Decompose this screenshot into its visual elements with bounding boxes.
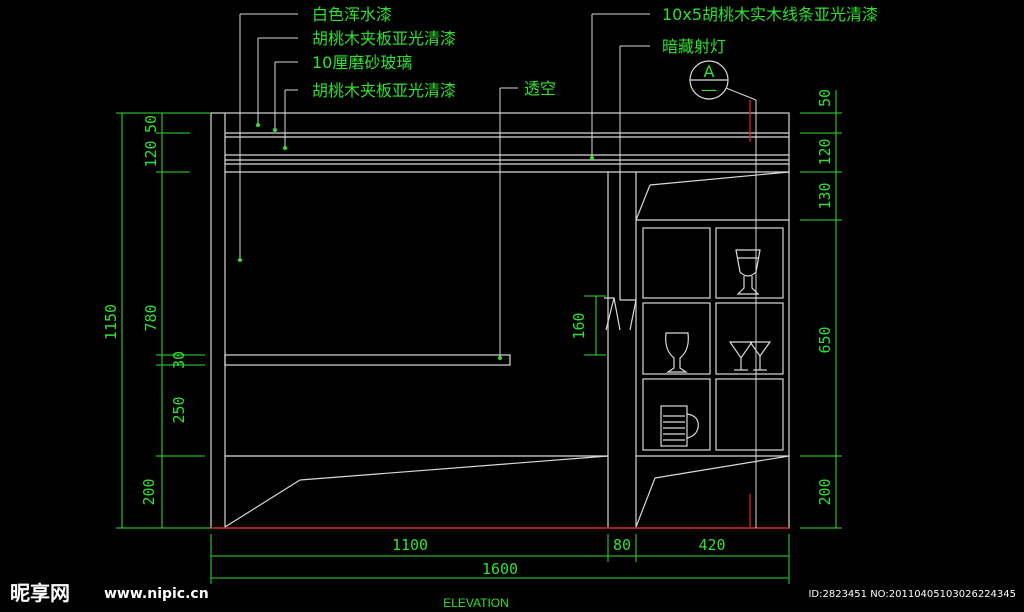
dim-left-50: 50 bbox=[142, 115, 160, 133]
red-markers bbox=[211, 100, 789, 529]
section-marker-letter: A bbox=[704, 62, 715, 81]
dim-right-130: 130 bbox=[816, 182, 834, 209]
right-dimension-lines bbox=[800, 90, 842, 529]
dim-middle-160: 160 bbox=[570, 312, 588, 339]
dim-bottom-total: 1600 bbox=[482, 560, 518, 578]
cocktail-glasses-icon bbox=[728, 341, 772, 371]
dim-bottom-420: 420 bbox=[698, 536, 725, 554]
middle-dimension-lines bbox=[584, 295, 606, 356]
dim-right-50: 50 bbox=[816, 89, 834, 107]
annotation-hidden-spotlight: 暗藏射灯 bbox=[662, 37, 726, 56]
dim-left-200: 200 bbox=[140, 478, 158, 505]
section-marker-sub: — bbox=[701, 80, 717, 99]
annotation-walnut-board-2: 胡桃木夹板亚光清漆 bbox=[312, 81, 456, 100]
beer-glass-icon bbox=[665, 332, 689, 373]
annotation-walnut-board-1: 胡桃木夹板亚光清漆 bbox=[312, 29, 456, 48]
shelf-cubbies bbox=[642, 227, 784, 451]
dim-right-120: 120 bbox=[816, 138, 834, 165]
left-dimension-lines bbox=[116, 112, 211, 529]
dim-bottom-1100: 1100 bbox=[392, 536, 428, 554]
dim-left-outer: 1150 bbox=[102, 304, 120, 340]
drawing-caption: ELEVATION bbox=[443, 596, 509, 610]
annotation-hollow: 透空 bbox=[524, 79, 556, 98]
watermark-url: www.nipic.cn bbox=[104, 586, 209, 602]
spotlight-fixture-icon bbox=[604, 297, 637, 331]
dim-right-650: 650 bbox=[816, 326, 834, 353]
watermark-brand: 昵享网 bbox=[10, 581, 70, 605]
bottom-dimension-lines bbox=[210, 534, 790, 584]
dim-bottom-80: 80 bbox=[613, 536, 631, 554]
annotation-walnut-strip: 10x5胡桃木实木线条亚光清漆 bbox=[662, 5, 878, 24]
mug-icon bbox=[660, 405, 699, 447]
leader-dots bbox=[238, 123, 594, 360]
image-id-text: ID:2823451 NO:20110405103026224345 bbox=[808, 589, 1016, 600]
dim-left-250: 250 bbox=[170, 396, 188, 423]
section-marker: A — bbox=[689, 60, 729, 100]
dim-left-120: 120 bbox=[142, 140, 160, 167]
annotation-frosted-glass: 10厘磨砂玻璃 bbox=[312, 53, 412, 72]
leader-lines bbox=[239, 13, 757, 528]
dim-right-200: 200 bbox=[816, 478, 834, 505]
dim-left-780: 780 bbox=[142, 304, 160, 331]
dim-left-30: 30 bbox=[170, 351, 188, 369]
annotation-white-paint: 白色浑水漆 bbox=[312, 5, 392, 24]
